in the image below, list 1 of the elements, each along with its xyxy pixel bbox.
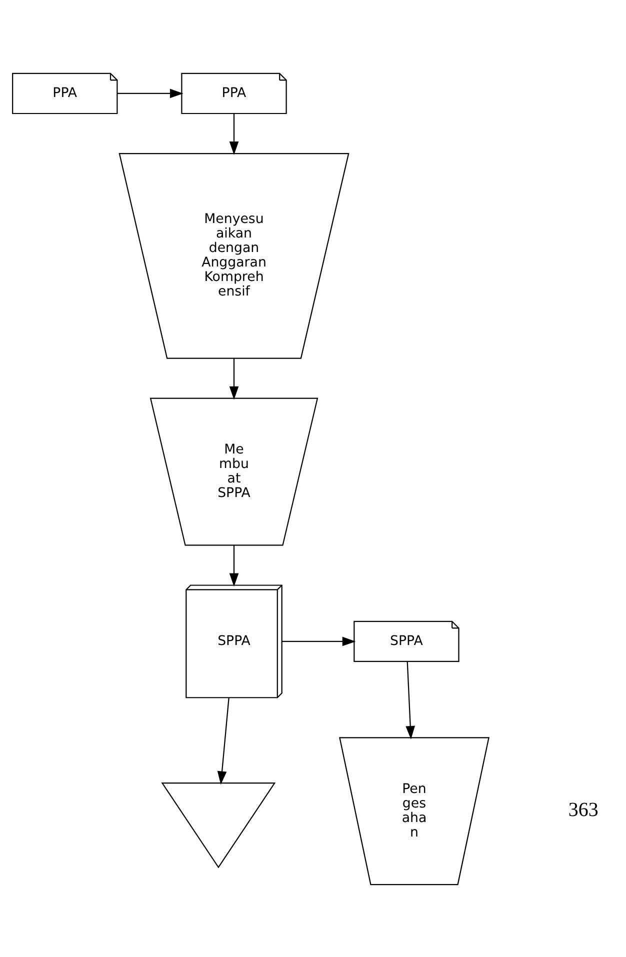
label: 363 (568, 798, 598, 821)
